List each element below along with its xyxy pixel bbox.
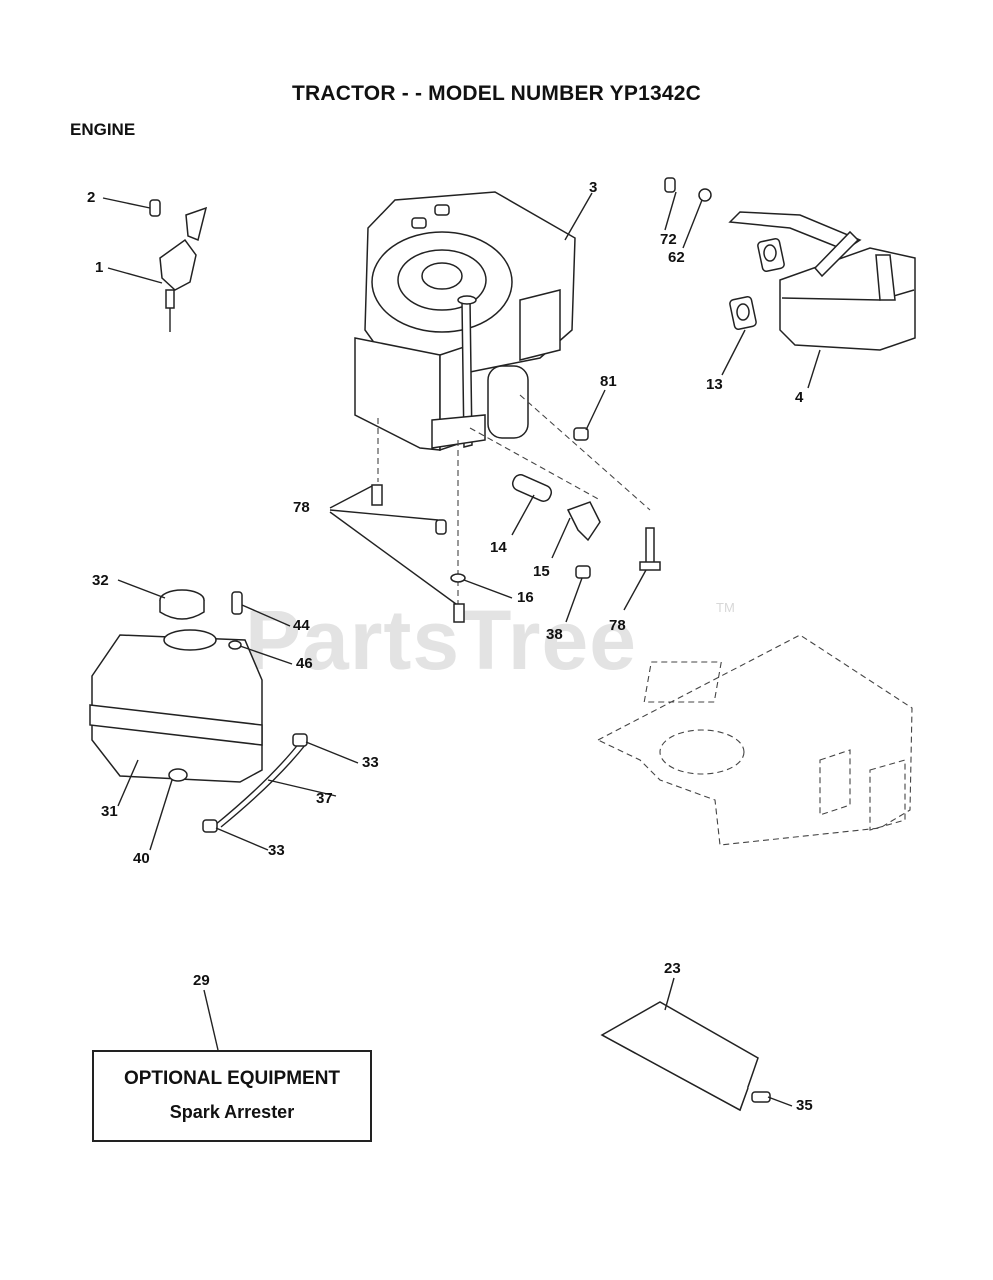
callout-32: 32	[92, 572, 109, 589]
callout-3: 3	[589, 179, 598, 196]
callout-23: 23	[664, 960, 681, 977]
optional-equipment-box: OPTIONAL EQUIPMENT Spark Arrester	[92, 1050, 372, 1142]
callout-13: 13	[706, 376, 723, 393]
page-title: TRACTOR - - MODEL NUMBER YP1342C	[292, 82, 701, 105]
callout-62: 62	[668, 249, 685, 266]
callout-29: 29	[193, 972, 210, 989]
callout-4: 4	[795, 389, 804, 406]
callout-81: 81	[600, 373, 617, 390]
throttle-control-part	[149, 199, 208, 332]
optional-equipment-heading: OPTIONAL EQUIPMENT	[123, 1068, 341, 1089]
callout-1: 1	[95, 259, 104, 276]
callout-14: 14	[490, 539, 507, 556]
callout-33-lower: 33	[268, 842, 285, 859]
callout-35: 35	[796, 1097, 813, 1114]
callout-37: 37	[316, 790, 333, 807]
muffler-part	[664, 177, 916, 351]
watermark-trademark: TM	[716, 600, 735, 615]
optional-equipment-item: Spark Arrester	[169, 1102, 295, 1122]
callout-78-engine-bolts: 78	[293, 499, 310, 516]
callout-38: 38	[546, 626, 563, 643]
callout-33-upper: 33	[362, 754, 379, 771]
fuel-line-fittings	[371, 394, 661, 623]
callout-40: 40	[133, 850, 150, 867]
callout-72: 72	[660, 231, 677, 248]
engine-part	[354, 191, 576, 452]
tractor-frame	[596, 634, 913, 846]
callout-78-frame-bolt: 78	[609, 617, 626, 634]
callout-leaders	[102, 191, 821, 1107]
heat-shield-part	[600, 1001, 771, 1112]
callout-15: 15	[533, 563, 550, 580]
fuel-tank-part	[89, 589, 308, 833]
callout-2: 2	[87, 189, 96, 206]
callout-16: 16	[517, 589, 534, 606]
callout-31: 31	[101, 803, 118, 820]
callout-46: 46	[296, 655, 313, 672]
section-label: ENGINE	[70, 120, 136, 139]
callout-44: 44	[293, 617, 310, 634]
